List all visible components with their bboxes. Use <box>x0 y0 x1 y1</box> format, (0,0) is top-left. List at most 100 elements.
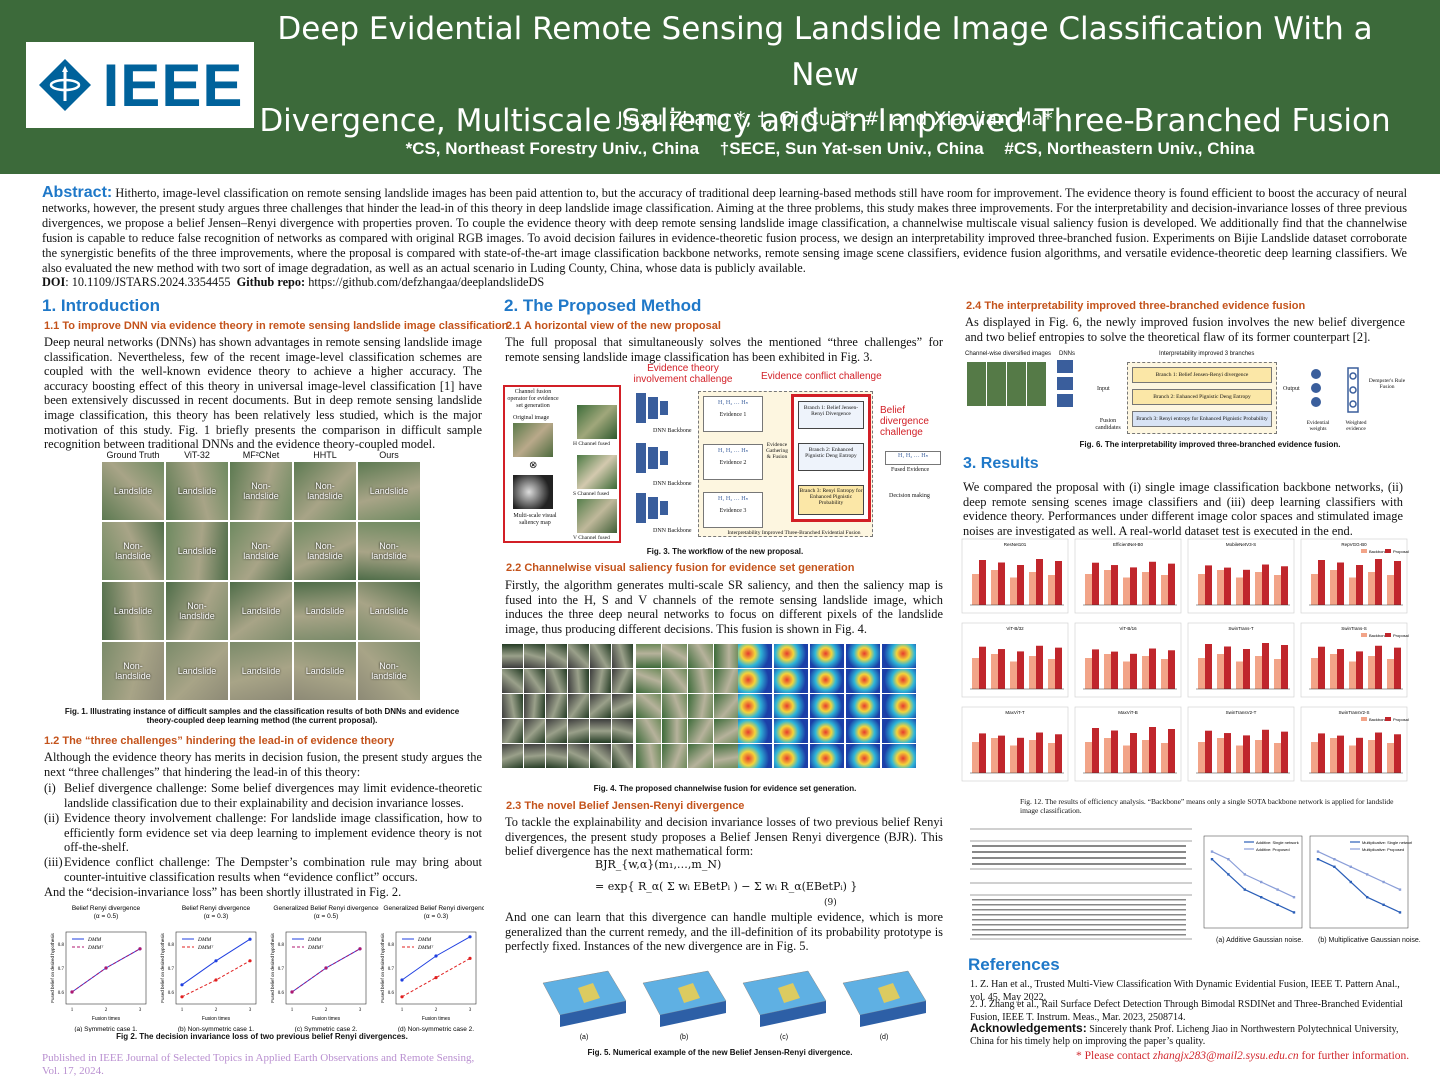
bar-proposal <box>1375 645 1382 689</box>
bar-backbone <box>1198 742 1205 773</box>
series-line <box>71 948 141 993</box>
grid-tile: Non- landslide <box>102 522 164 580</box>
fig4-heatmap-tile <box>774 744 808 768</box>
fig4-heatmap-tile <box>738 694 772 718</box>
fig3-workflow: Evidence theory involvement challenge Ev… <box>503 363 943 543</box>
grid-col-header: Ours <box>379 450 399 460</box>
bar-backbone <box>1349 745 1356 773</box>
refs-heading: References <box>968 955 1060 974</box>
bar-proposal <box>1394 561 1401 605</box>
doi-label: DOI <box>42 275 66 289</box>
contact-email[interactable]: zhangjx283@mail2.sysu.edu.cn <box>1152 1050 1299 1062</box>
bar-proposal <box>1375 732 1382 773</box>
doi-value[interactable]: : 10.1109/JSTARS.2024.3354455 <box>65 275 231 289</box>
series-point <box>104 966 108 970</box>
plot-frame <box>285 931 367 1005</box>
doi-line: DOI: 10.1109/JSTARS.2024.3354455 Github … <box>42 275 544 290</box>
saliency-label: Multi-scale visual saliency map <box>513 513 557 526</box>
bar-backbone <box>1349 661 1356 689</box>
y-tick: 0.6 <box>58 991 65 996</box>
results-tables <box>970 828 1192 940</box>
legend-proposal: Proposal <box>1393 633 1409 638</box>
fig4-tile <box>636 644 661 668</box>
fig4-heatmap-tile <box>846 719 880 743</box>
evidence-3-label: Evidence 3 <box>719 508 747 514</box>
fig4-tile <box>546 644 567 668</box>
noise-line <box>1317 851 1401 891</box>
grid-tile: Landslide <box>358 462 420 520</box>
grid-tile: Landslide <box>294 642 356 700</box>
intro-p3: And the “decision-invariance loss” has b… <box>44 885 402 899</box>
fig6-candidates-label: Fusion candidates <box>1095 418 1121 431</box>
fig4-tile <box>612 744 633 768</box>
results-p: We compared the proposal with (i) single… <box>963 480 1403 538</box>
github-link[interactable]: https://github.com/defzhangaa/deeplandsl… <box>305 275 545 289</box>
noise-point <box>1260 896 1263 899</box>
bar-backbone <box>1217 738 1224 773</box>
bar-backbone <box>1142 656 1149 689</box>
chart-title: Belief Renyi divergence(α = 0.3) <box>182 905 251 920</box>
evidence-area: H₁ H₂ … Hₙ Evidence 1 H₁ H₂ … Hₙ Evidenc… <box>698 391 873 537</box>
fig4-tile <box>688 644 713 668</box>
fig4-heatmap-tile <box>774 644 808 668</box>
x-axis-label: Fusion times <box>312 1016 341 1022</box>
fig4-tile <box>568 644 589 668</box>
bar-proposal <box>1092 649 1099 689</box>
series-line <box>401 957 471 998</box>
fig4-tile <box>662 694 687 718</box>
fig4-tile <box>524 694 545 718</box>
fig4-heatmap-tile <box>810 744 844 768</box>
bar-backbone <box>1236 661 1243 689</box>
fusion-p: As displayed in Fig. 6, the newly improv… <box>965 315 1405 344</box>
bar-backbone <box>1368 740 1375 773</box>
legend-swatch-backbone <box>1361 549 1367 553</box>
bar-backbone <box>1311 574 1318 605</box>
grid-tile: Landslide <box>230 582 292 640</box>
fig4-tile <box>714 669 739 693</box>
fig4-tile <box>714 719 739 743</box>
method-sub3: 2.3 The novel Belief Jensen-Renyi diverg… <box>506 800 745 812</box>
noise-point <box>1382 880 1385 884</box>
title-line-2: Divergence, Multiscale Saliency and an I… <box>259 103 1391 139</box>
fig5-surface: (d) <box>842 970 927 1041</box>
method-p2: Firstly, the algorithm generates multi-s… <box>505 578 943 636</box>
legend-entry: DMMᵀ <box>307 945 324 951</box>
x-axis-label: Fusion times <box>202 1016 231 1022</box>
noise-point <box>1227 858 1230 861</box>
fig4-tile <box>502 694 523 718</box>
bar-backbone <box>1198 658 1205 689</box>
legend-entry: DMMᵀ <box>417 945 434 951</box>
x-tick: 1 <box>71 1008 74 1013</box>
x-axis-label: Fusion times <box>422 1016 451 1022</box>
y-tick: 0.7 <box>168 967 175 972</box>
bar-proposal <box>1281 566 1288 605</box>
intro-p1: Deep neural networks (DNNs) has shown ad… <box>44 335 482 452</box>
contact-suffix: for further information. <box>1298 1050 1410 1062</box>
fig4-tile <box>688 669 713 693</box>
bar-backbone <box>1048 743 1055 773</box>
bar-proposal <box>1149 561 1156 605</box>
challenge-1-text: Belief divergence challenge: Some belief… <box>64 781 482 810</box>
fig4-tile <box>636 694 661 718</box>
chart-title: Generalized Belief Renyi divergence(α = … <box>383 905 484 920</box>
noise-point <box>1316 858 1320 861</box>
grid-col-header: HHTL <box>313 450 337 460</box>
fig4-tile <box>636 719 661 743</box>
series-point <box>468 956 472 960</box>
noise-point <box>1276 903 1279 906</box>
bar-backbone <box>972 574 979 605</box>
bar-backbone <box>1161 575 1168 605</box>
results-heading: 3. Results <box>963 455 1039 472</box>
y-tick: 0.8 <box>168 943 175 948</box>
fig4-tile <box>636 669 661 693</box>
intro-p2: Although the evidence theory has merits … <box>44 750 482 779</box>
three-branch-box: Branch 1: Belief Jensen-Renyi Divergence… <box>791 394 871 522</box>
series-point <box>400 995 404 999</box>
bar-backbone <box>1330 738 1337 773</box>
plot-frame <box>65 931 147 1005</box>
bar-proposal <box>1017 651 1024 689</box>
evidence-1: H₁ H₂ … Hₙ Evidence 1 <box>703 396 763 432</box>
